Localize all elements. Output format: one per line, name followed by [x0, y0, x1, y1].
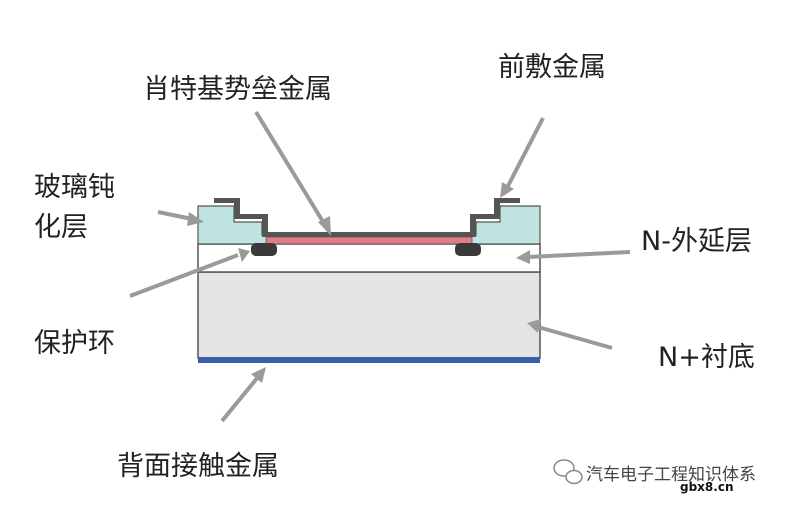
label-front-metal: 前敷金属 [498, 52, 606, 83]
back-contact-metal-layer [198, 357, 540, 363]
front-metal-right [470, 198, 520, 232]
guard-ring-right [455, 243, 481, 256]
watermark: 汽车电子工程知识体系 gbx8.cn [553, 459, 756, 494]
label-guard-ring: 保护环 [34, 328, 115, 359]
label-glass-passivation-line1: 玻璃钝 [34, 172, 115, 203]
arrow-head-front-metal [500, 182, 514, 198]
n-epi-layer [197, 243, 541, 273]
label-n-substrate: N+衬底 [658, 342, 755, 373]
arrow-front-metal [506, 117, 545, 187]
watermark-brand: 汽车电子工程知识体系 [586, 465, 756, 485]
arrow-head-guard-ring [238, 248, 250, 262]
glass-passivation-right [469, 205, 541, 245]
arrow-guard-ring [129, 253, 239, 298]
schottky-barrier-metal-layer [262, 232, 476, 237]
arrow-n-substrate [537, 325, 613, 350]
arrow-head-n-substrate [527, 319, 541, 333]
label-back-metal: 背面接触金属 [117, 451, 279, 482]
arrow-head-n-epi [516, 250, 530, 264]
wechat-icon [553, 459, 583, 485]
label-glass-passivation-line2: 化层 [34, 212, 88, 243]
arrow-head-back-metal [251, 367, 266, 383]
arrow-schottky-metal [254, 110, 327, 227]
guard-ring-left [251, 243, 277, 256]
arrow-head-glass-passivation [187, 212, 204, 226]
arrow-n-epi [527, 250, 631, 259]
arrow-head-schottky-metal [318, 216, 331, 236]
label-n-epi: N-外延层 [641, 226, 752, 257]
arrow-back-metal [220, 375, 260, 423]
watermark-site: gbx8.cn [680, 480, 733, 494]
label-schottky-metal: 肖特基势垒金属 [143, 74, 332, 105]
front-metal-left [214, 198, 268, 232]
schottky-barrier-metal-strip [265, 236, 473, 245]
glass-passivation-left [197, 205, 269, 245]
arrow-glass-passivation [157, 210, 193, 221]
n-substrate-layer [197, 271, 541, 359]
